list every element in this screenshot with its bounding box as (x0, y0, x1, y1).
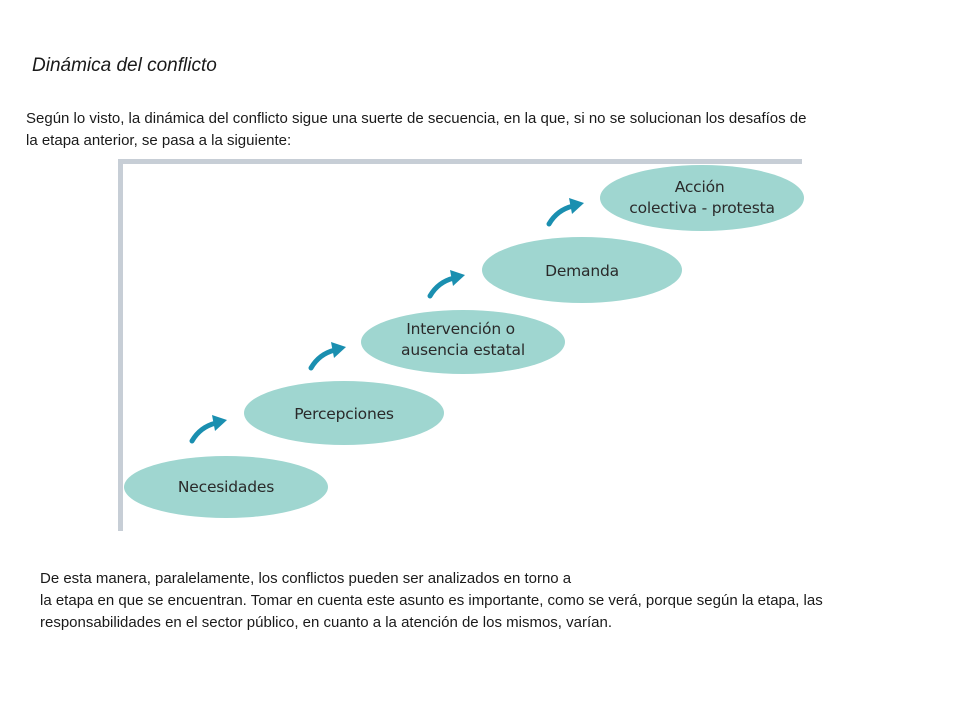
stage-percepciones: Percepciones (244, 381, 444, 445)
curved-arrow-icon (308, 342, 346, 371)
stage-label: Intervención o ausencia estatal (401, 320, 525, 359)
stage-label: Demanda (545, 262, 619, 280)
stage-ellipse (482, 237, 682, 303)
stage-ellipse (600, 165, 804, 231)
diagram-left-border (118, 159, 123, 531)
stage-label-line: ausencia estatal (401, 341, 525, 359)
stage-intervencion: Intervención o ausencia estatal (361, 310, 565, 374)
stage-label: Acción colectiva - protesta (629, 178, 775, 217)
outro-line-2: la etapa en que se encuentran. Tomar en … (40, 592, 823, 609)
intro-line-1: Según lo visto, la dinámica del conflict… (26, 110, 807, 127)
curved-arrow-icon (189, 415, 227, 444)
page-title: Dinámica del conflicto (32, 55, 217, 76)
stage-necesidades: Necesidades (124, 456, 328, 518)
stage-label: Necesidades (178, 478, 274, 496)
stage-label: Percepciones (294, 405, 394, 423)
stage-ellipse (361, 310, 565, 374)
stage-accion-colectiva: Acción colectiva - protesta (600, 165, 804, 231)
intro-paragraph: Según lo visto, la dinámica del conflict… (26, 108, 926, 152)
stage-label-line: Acción (675, 178, 725, 196)
stage-ellipse (244, 381, 444, 445)
stage-ellipse (124, 456, 328, 518)
outro-line-1: De esta manera, paralelamente, los confl… (40, 570, 572, 587)
outro-paragraph: De esta manera, paralelamente, los confl… (40, 568, 940, 634)
diagram-top-border (118, 159, 802, 164)
curved-arrow-icon (546, 198, 584, 227)
outro-line-3: responsabilidades en el sector público, … (40, 614, 612, 631)
stage-label-line: Demanda (545, 262, 619, 280)
curved-arrow-icon (427, 270, 465, 299)
stage-label-line: colectiva - protesta (629, 199, 775, 217)
stage-label-line: Intervención o (406, 320, 515, 338)
stage-demanda: Demanda (482, 237, 682, 303)
stage-label-line: Percepciones (294, 405, 394, 423)
stage-label-line: Necesidades (178, 478, 274, 496)
intro-line-2: la etapa anterior, se pasa a la siguient… (26, 132, 292, 149)
